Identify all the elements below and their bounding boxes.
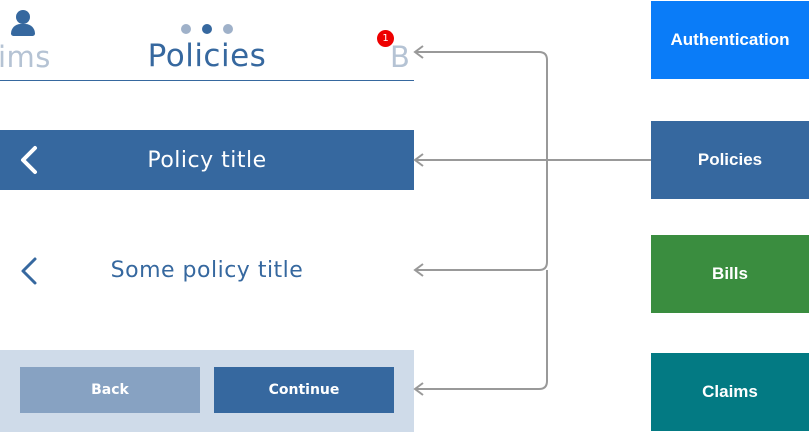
pager-dot[interactable]	[181, 24, 191, 34]
chevron-left-icon[interactable]	[18, 256, 40, 286]
connector-to-header	[416, 51, 548, 160]
chevron-left-icon[interactable]	[18, 145, 40, 175]
tab-bills-partial[interactable]: B	[390, 40, 410, 74]
user-icon-body	[11, 24, 35, 36]
arrowhead-icon	[413, 45, 424, 59]
user-icon-head	[16, 10, 30, 24]
legend-bills: Bills	[651, 235, 809, 313]
user-icon[interactable]	[11, 10, 35, 36]
tab-claims-partial[interactable]: ims	[0, 40, 51, 74]
continue-button[interactable]: Continue	[214, 367, 394, 413]
tab-policies[interactable]: Policies	[147, 38, 267, 74]
arrowhead-icon	[413, 263, 424, 277]
policy-title-plain: Some policy title	[0, 240, 414, 302]
notification-badge: 1	[377, 30, 394, 47]
legend-authentication: Authentication	[651, 1, 809, 79]
pager-dots	[181, 24, 233, 34]
policy-title-bar: Policy title	[0, 130, 414, 190]
header-divider	[0, 80, 414, 81]
policy-title-text: Policy title	[147, 148, 267, 173]
legend-policies: Policies	[651, 121, 809, 199]
connector-to-plain-title	[416, 160, 548, 271]
legend-claims: Claims	[651, 353, 809, 431]
pager-dot-active[interactable]	[202, 24, 212, 34]
back-button[interactable]: Back	[20, 367, 200, 413]
pager-dot[interactable]	[223, 24, 233, 34]
some-policy-title-text: Some policy title	[110, 258, 304, 283]
connector-to-footer	[416, 270, 548, 390]
footer-button-bar: Back Continue	[0, 350, 414, 432]
arrowhead-icon	[413, 382, 424, 396]
arrowhead-icon	[413, 153, 424, 167]
